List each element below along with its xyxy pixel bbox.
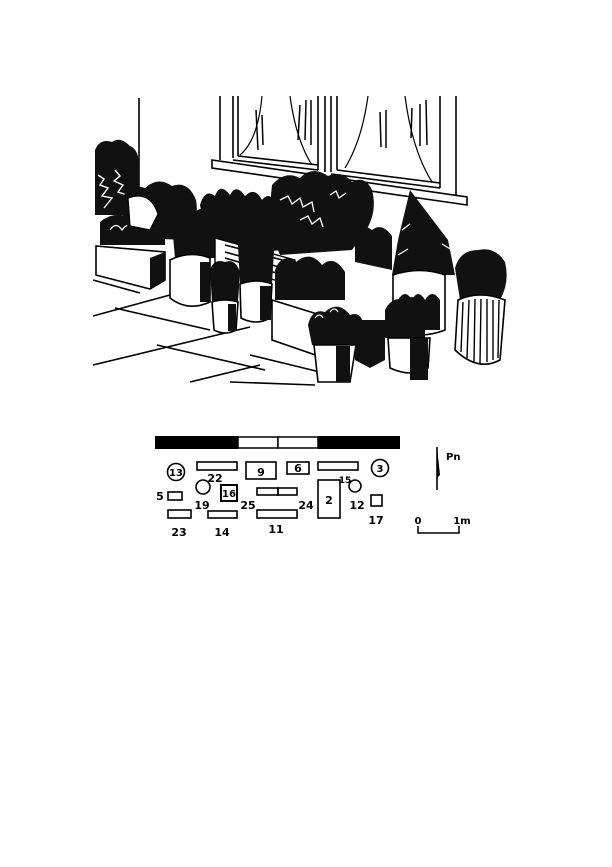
plant-9-bed (245, 461, 277, 480)
plant-11-bed (256, 509, 298, 519)
plant-6-bed (286, 461, 310, 475)
label-9: 9 (257, 466, 265, 479)
plant-2-bed (317, 479, 341, 519)
scale-end: 1m (453, 516, 470, 527)
scale-indicator: 0 1m (415, 516, 471, 534)
label-2: 2 (325, 494, 333, 507)
north-label: Pn (446, 452, 460, 463)
label-5: 5 (156, 490, 164, 503)
scale-bar (155, 436, 400, 449)
label-22: 22 (207, 472, 222, 485)
plant-15-bed (317, 461, 359, 471)
window-right (330, 95, 457, 200)
plant-17-pot (370, 494, 383, 507)
label-15: 15 (339, 476, 352, 486)
plant-19-pot (195, 479, 211, 495)
striped-pot-right (454, 249, 507, 366)
label-19: 19 (194, 499, 209, 512)
terrace-herb-garden-illustration (92, 95, 507, 386)
label-3: 3 (377, 464, 384, 475)
small-pot-3 (385, 297, 431, 380)
plant-16-bed (220, 484, 238, 502)
label-12: 12 (349, 499, 364, 512)
plant-3-marker (370, 458, 390, 478)
label-14: 14 (214, 526, 230, 539)
plant-25-bed (256, 487, 279, 496)
label-24: 24 (298, 499, 314, 512)
plant-13-marker (166, 462, 186, 482)
plant-14-bed (207, 510, 238, 519)
plant-22-bed (196, 461, 238, 471)
label-23: 23 (171, 526, 186, 539)
window-left (219, 95, 326, 172)
label-25: 25 (240, 499, 255, 512)
label-13: 13 (169, 468, 183, 479)
small-pot-1 (210, 261, 240, 334)
plant-12-pot (348, 479, 362, 493)
scale-start: 0 (415, 516, 422, 527)
flower-pot-front (308, 306, 385, 383)
label-6: 6 (294, 462, 302, 475)
small-pot-2 (238, 236, 274, 323)
plant-23-bed (167, 509, 192, 519)
label-16: 16 (222, 489, 236, 500)
plant-5-bed (167, 491, 183, 501)
north-arrow: Pn (436, 447, 460, 490)
plant-24-bed (277, 487, 298, 496)
label-17: 17 (368, 514, 383, 527)
label-11: 11 (268, 523, 283, 536)
